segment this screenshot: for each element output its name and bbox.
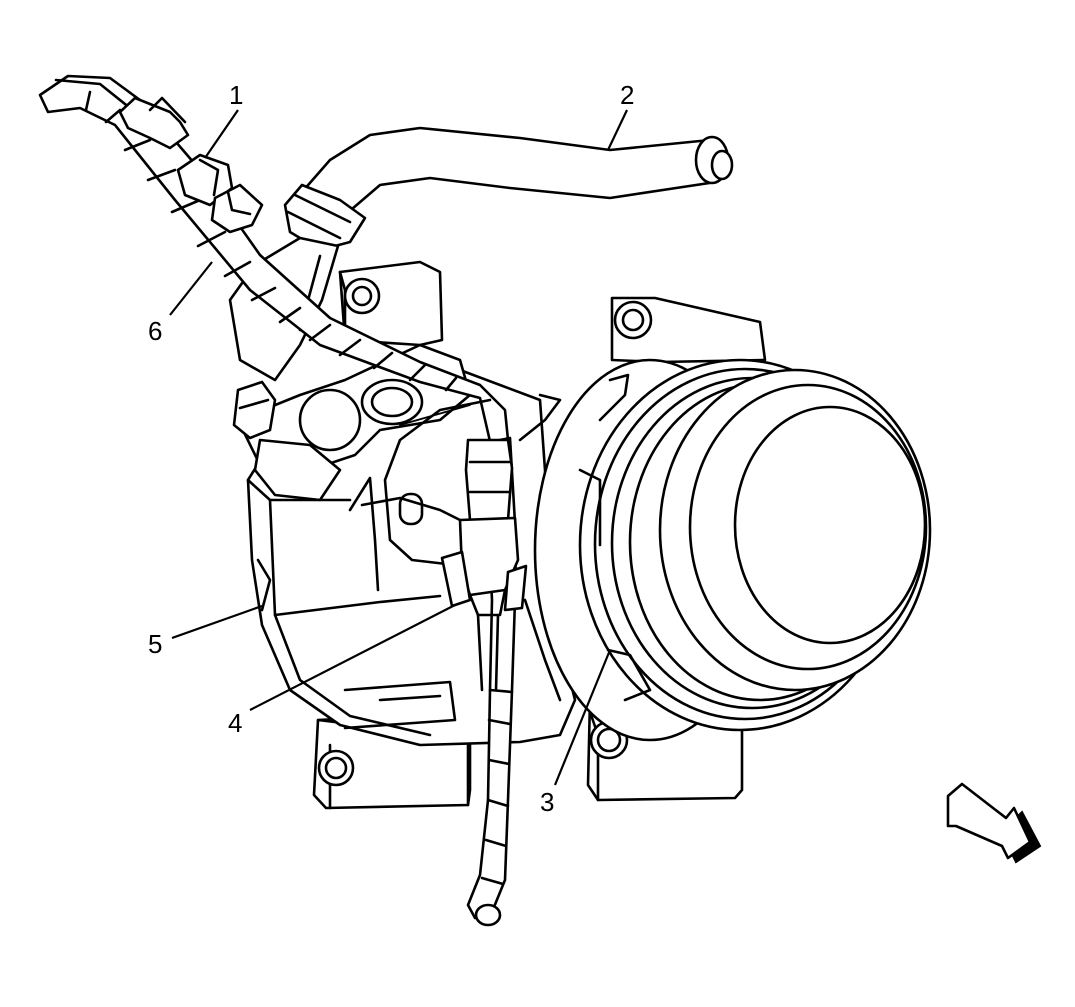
leader-3 <box>553 649 612 786</box>
callout-labels: 1 2 3 4 5 6 <box>148 80 634 817</box>
callout-4: 4 <box>228 708 242 738</box>
callout-3: 3 <box>540 787 554 817</box>
leader-lines <box>169 109 628 786</box>
clutch-mounting-tab <box>610 296 767 364</box>
harness-connector-clip <box>118 96 264 234</box>
callout-5: 5 <box>148 629 162 659</box>
leader-2 <box>607 109 628 151</box>
upper-rear-mounting-ear <box>338 260 444 347</box>
callout-2: 2 <box>620 80 634 110</box>
clutch-connector <box>360 438 528 692</box>
callout-1: 1 <box>229 80 243 110</box>
leader-6 <box>169 261 213 316</box>
callout-6: 6 <box>148 316 162 346</box>
leader-5 <box>171 604 263 640</box>
leader-4 <box>249 604 456 711</box>
direction-arrow-icon <box>946 782 1042 864</box>
clutch-pulley <box>533 358 932 742</box>
leader-1 <box>204 109 239 159</box>
